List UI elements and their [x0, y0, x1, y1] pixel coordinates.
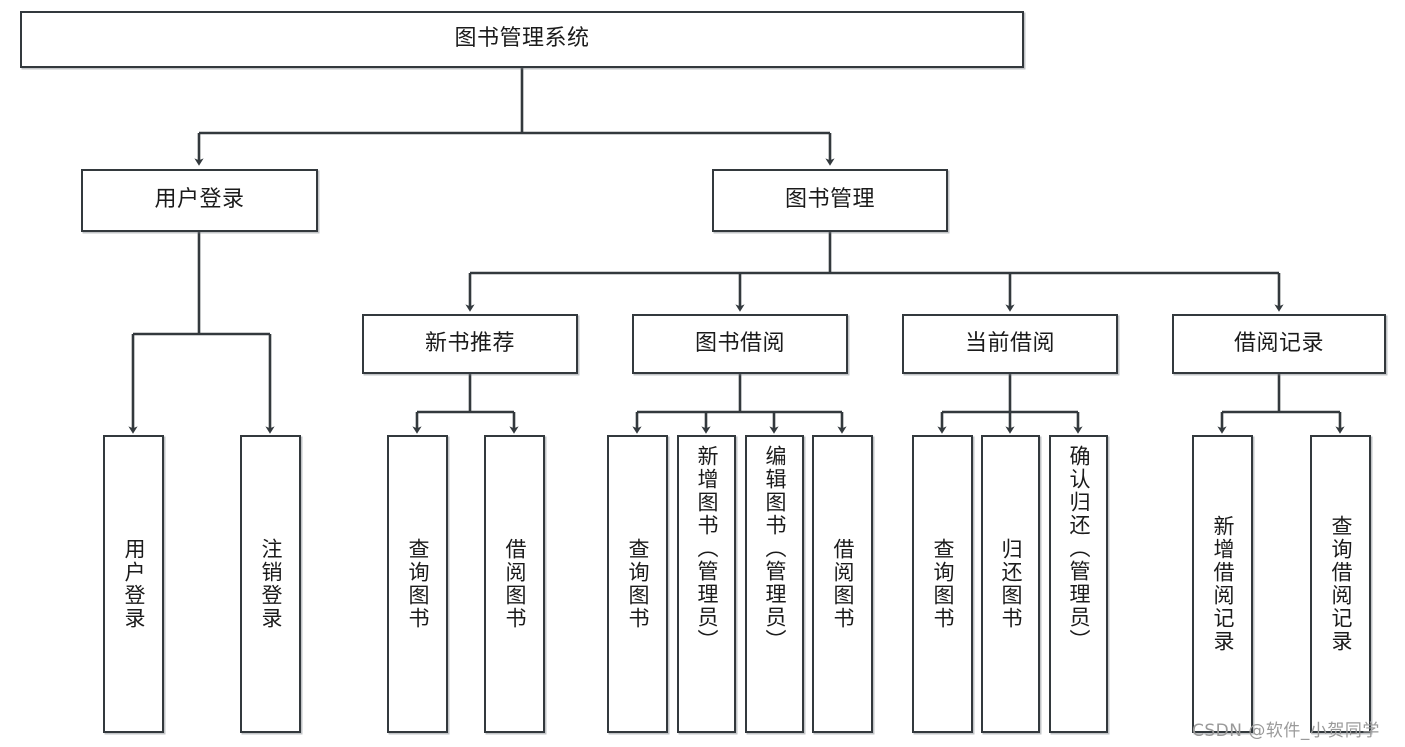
- node-book-manage[interactable]: 图书管理: [712, 169, 948, 232]
- leaf-query-book-3-label: 查询图书: [931, 538, 955, 630]
- leaf-add-book[interactable]: 新增图书（管理员）: [677, 435, 736, 733]
- node-book-borrow[interactable]: 图书借阅: [632, 314, 848, 374]
- node-book-borrow-label: 图书借阅: [694, 330, 785, 356]
- leaf-borrow-book-1-label: 借阅图书: [503, 538, 527, 630]
- leaf-query-book-1[interactable]: 查询图书: [387, 435, 448, 733]
- leaf-confirm-return-label: 确认归还（管理员）: [1067, 445, 1091, 652]
- leaf-user-login-label: 用户登录: [122, 538, 146, 630]
- leaf-query-book-1-label: 查询图书: [406, 538, 430, 630]
- leaf-borrow-book-2-label: 借阅图书: [831, 538, 855, 630]
- leaf-borrow-book-1[interactable]: 借阅图书: [484, 435, 545, 733]
- node-book-manage-label: 图书管理: [784, 187, 875, 213]
- leaf-query-record-label: 查询借阅记录: [1329, 515, 1353, 653]
- leaf-add-record-label: 新增借阅记录: [1211, 515, 1235, 653]
- leaf-add-record[interactable]: 新增借阅记录: [1192, 435, 1253, 733]
- leaf-query-record[interactable]: 查询借阅记录: [1310, 435, 1371, 733]
- leaf-query-book-3[interactable]: 查询图书: [912, 435, 973, 733]
- node-current-borrow-label: 当前借阅: [964, 330, 1055, 356]
- leaf-query-book-2-label: 查询图书: [626, 538, 650, 630]
- node-current-borrow[interactable]: 当前借阅: [902, 314, 1118, 374]
- node-user-login-label: 用户登录: [154, 187, 245, 213]
- leaf-edit-book[interactable]: 编辑图书（管理员）: [745, 435, 804, 733]
- leaf-query-book-2[interactable]: 查询图书: [607, 435, 668, 733]
- node-new-book-rec-label: 新书推荐: [424, 330, 515, 356]
- csdn-watermark: CSDN @软件_小贺同学: [1192, 721, 1380, 741]
- node-new-book-rec[interactable]: 新书推荐: [362, 314, 578, 374]
- leaf-user-logout[interactable]: 注销登录: [240, 435, 301, 733]
- node-borrow-record[interactable]: 借阅记录: [1172, 314, 1386, 374]
- leaf-return-book[interactable]: 归还图书: [981, 435, 1040, 733]
- node-root[interactable]: 图书管理系统: [20, 11, 1024, 68]
- node-borrow-record-label: 借阅记录: [1233, 330, 1324, 356]
- leaf-edit-book-label: 编辑图书（管理员）: [763, 445, 787, 652]
- leaf-confirm-return[interactable]: 确认归还（管理员）: [1049, 435, 1108, 733]
- leaf-user-login[interactable]: 用户登录: [103, 435, 164, 733]
- leaf-borrow-book-2[interactable]: 借阅图书: [812, 435, 873, 733]
- node-root-label: 图书管理系统: [454, 26, 590, 52]
- leaf-user-logout-label: 注销登录: [259, 538, 283, 630]
- node-user-login[interactable]: 用户登录: [81, 169, 318, 232]
- leaf-return-book-label: 归还图书: [999, 538, 1023, 630]
- leaf-add-book-label: 新增图书（管理员）: [695, 445, 719, 652]
